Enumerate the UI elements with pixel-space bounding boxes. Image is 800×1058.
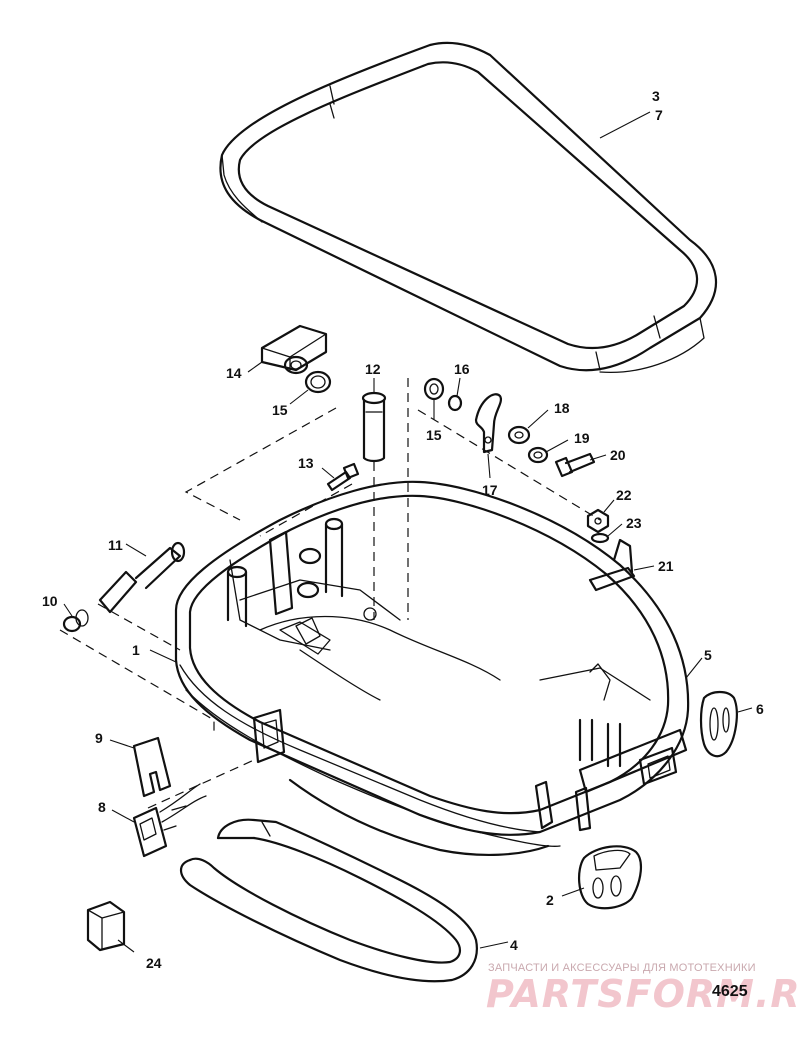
callout-19: 19 bbox=[574, 430, 590, 446]
bolt-part-20 bbox=[554, 452, 596, 478]
block-part-24 bbox=[86, 900, 126, 952]
callout-14: 14 bbox=[226, 365, 242, 381]
callout-6: 6 bbox=[756, 701, 764, 717]
callout-20: 20 bbox=[610, 447, 626, 463]
callout-7: 7 bbox=[655, 107, 663, 123]
callout-22: 22 bbox=[616, 487, 632, 503]
callout-9: 9 bbox=[95, 730, 103, 746]
callout-3: 3 bbox=[652, 88, 660, 104]
lower-seal-part-4 bbox=[179, 818, 478, 983]
bracket-part-9 bbox=[132, 736, 172, 798]
callout-2: 2 bbox=[546, 892, 554, 908]
callout-5: 5 bbox=[704, 647, 712, 663]
bushing-part-15-left bbox=[304, 370, 332, 394]
screw-part-13 bbox=[326, 462, 360, 492]
callout-15-left: 15 bbox=[272, 402, 288, 418]
callout-21: 21 bbox=[658, 558, 674, 574]
latch-hook-part-17 bbox=[474, 393, 502, 454]
washer-part-19 bbox=[527, 446, 549, 464]
o-ring-part-16 bbox=[447, 394, 463, 412]
callout-4: 4 bbox=[510, 937, 518, 953]
washer-part-23 bbox=[590, 532, 610, 544]
latch-part-6 bbox=[699, 690, 738, 758]
top-seal-frame bbox=[219, 41, 718, 374]
lower-cowl-part-1 bbox=[174, 480, 690, 856]
callout-15-right: 15 bbox=[426, 427, 442, 443]
grommet-part-10 bbox=[62, 609, 89, 633]
assembly-guide-lines bbox=[59, 378, 601, 809]
callout-8: 8 bbox=[98, 799, 106, 815]
cable-part-11 bbox=[98, 541, 186, 614]
callout-12: 12 bbox=[365, 361, 381, 377]
callout-18: 18 bbox=[554, 400, 570, 416]
callout-11: 11 bbox=[108, 537, 123, 553]
bracket-part-14 bbox=[260, 324, 328, 375]
switch-part-8 bbox=[132, 783, 207, 858]
latch-cover-part-2 bbox=[578, 845, 642, 910]
clip-part-21 bbox=[588, 538, 636, 592]
callout-17: 17 bbox=[482, 482, 498, 498]
callout-24: 24 bbox=[146, 955, 162, 971]
nut-part-22 bbox=[586, 508, 610, 534]
callout-10: 10 bbox=[42, 593, 58, 609]
watermark-logo: PARTSFORM.RU bbox=[486, 972, 800, 1016]
callout-13: 13 bbox=[298, 455, 314, 471]
drawing-number: 4625 bbox=[712, 983, 748, 1000]
tube-part-12 bbox=[361, 391, 387, 463]
callout-1: 1 bbox=[132, 642, 140, 658]
callout-16: 16 bbox=[454, 361, 470, 377]
washer-part-18 bbox=[507, 425, 531, 445]
bushing-part-15-right bbox=[423, 377, 445, 401]
watermark-caption: ЗАПЧАСТИ И АКСЕССУАРЫ ДЛЯ МОТОТЕХНИКИ bbox=[488, 962, 756, 974]
callout-23: 23 bbox=[626, 515, 642, 531]
